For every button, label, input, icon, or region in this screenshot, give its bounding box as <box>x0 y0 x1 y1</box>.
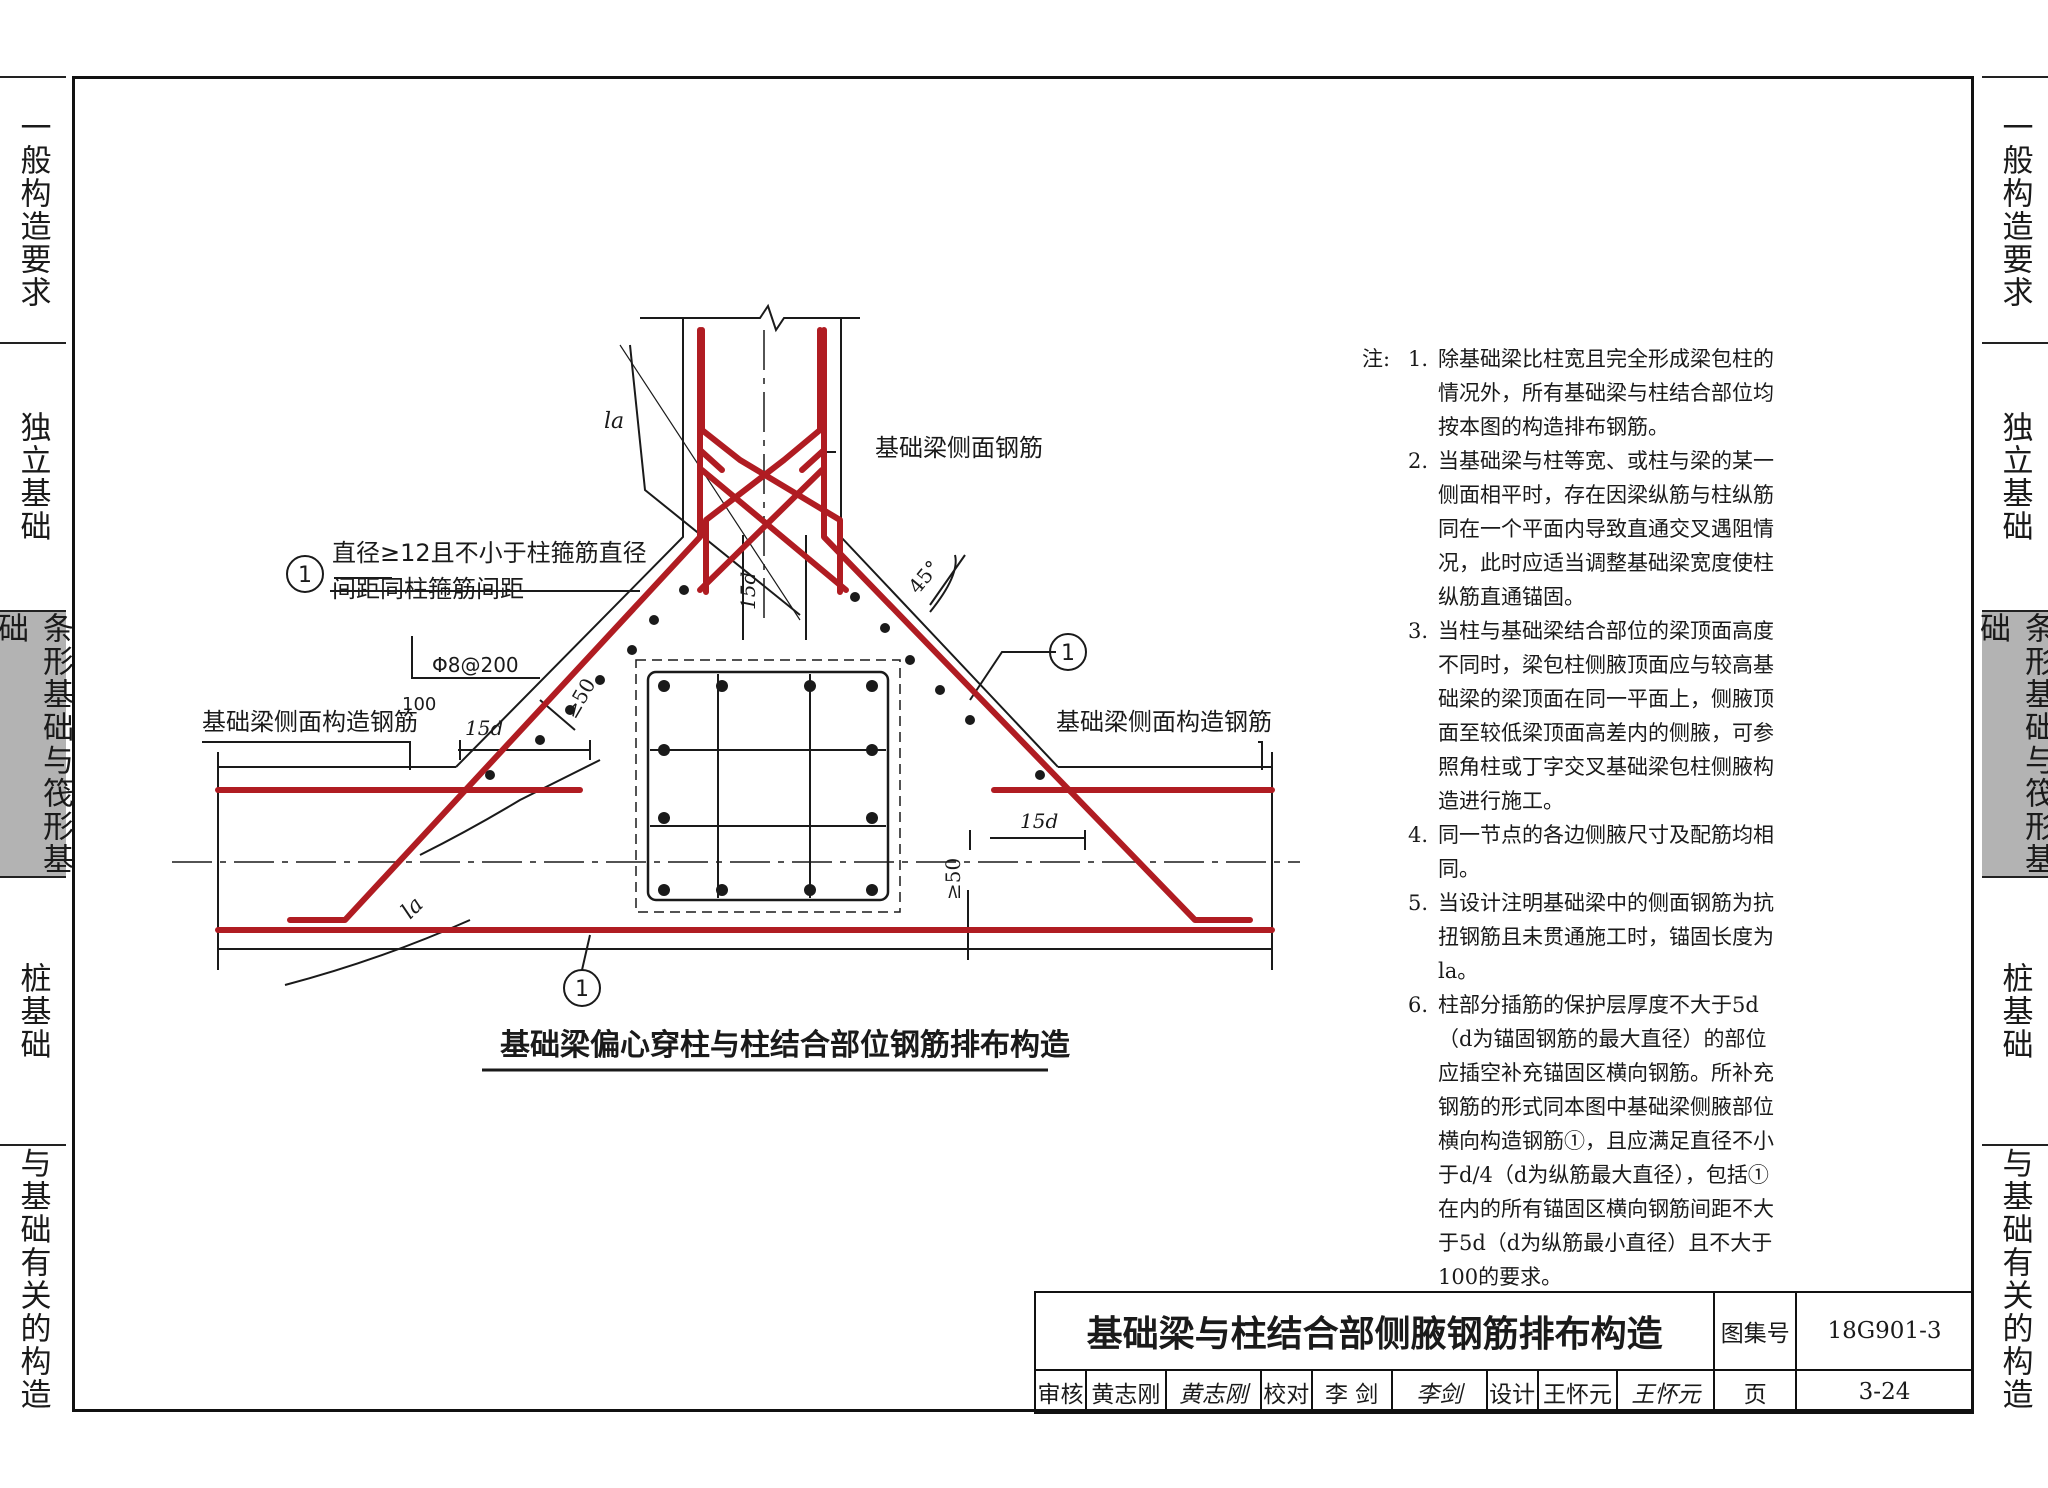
reviewer-name: 黄志刚 <box>1084 1369 1167 1414</box>
tab-isolated-foundation-right[interactable]: 独立基础 <box>1982 342 2048 610</box>
design-label: 设计 <box>1485 1369 1539 1414</box>
note-item-2: 2.当基础梁与柱等宽、或柱与梁的某一侧面相平时，存在因梁纵筋与柱纵筋同在一个平面… <box>1408 449 1774 609</box>
notes-prefix: 注: <box>1362 347 1391 371</box>
designer-signature: 王怀元 <box>1616 1369 1716 1414</box>
label-15d-column: 15d <box>736 572 760 610</box>
tab-pile-foundation[interactable]: 桩基础 <box>0 876 66 1144</box>
label-stirrup: Φ8@200 <box>432 653 519 677</box>
column-rebar-cross-2 <box>703 327 823 595</box>
title-block: 基础梁与柱结合部侧腋钢筋排布构造 图集号 18G901-3 审核 黄志刚 黄志刚… <box>1033 1291 1974 1414</box>
atlas-number: 18G901-3 <box>1795 1291 1974 1371</box>
drawing-title: 基础梁与柱结合部侧腋钢筋排布构造 <box>1033 1291 1716 1371</box>
tab-related-construction[interactable]: 与基础有关的构造 <box>0 1144 66 1412</box>
note-item-4: 4.同一节点的各边侧腋尺寸及配筋均相同。 <box>1408 823 1774 881</box>
tab-general-right[interactable]: 一般构造要求 <box>1982 76 2048 342</box>
notes-block: 注:1.除基础梁比柱宽且完全形成梁包柱的情况外，所有基础梁与柱结合部位均按本图的… <box>1362 342 1782 1294</box>
checker-signature: 李剑 <box>1390 1369 1488 1414</box>
label-15d-right: 15d <box>1020 809 1058 833</box>
label-15d-left: 15d <box>465 716 503 740</box>
review-label: 审核 <box>1034 1369 1087 1414</box>
label-note1-line2: 间距同柱箍筋间距 <box>332 575 524 603</box>
label-side-structural-left: 基础梁侧面构造钢筋 <box>202 708 418 736</box>
note-item-5: 5.当设计注明基础梁中的侧面钢筋为抗扭钢筋且未贯通施工时，锚固长度为la。 <box>1408 891 1774 983</box>
label-ge50-right: ≥50 <box>941 858 965 900</box>
marker-label-1c: 1 <box>575 977 589 1002</box>
tab-strip-raft-foundation-right[interactable]: 条形基础与筏形基础 <box>1974 610 2048 876</box>
tab-related-construction-right[interactable]: 与基础有关的构造 <box>1982 1144 2048 1412</box>
haunch-left-outline <box>455 318 684 768</box>
marker-label-1a: 1 <box>298 563 312 588</box>
reviewer-signature: 黄志刚 <box>1164 1369 1262 1414</box>
drawing-caption: 基础梁偏心穿柱与柱结合部位钢筋排布构造 <box>500 1028 1070 1063</box>
marker-circle-1a <box>286 555 324 593</box>
label-note1-line1: 直径≥12且不小于柱箍筋直径 <box>332 539 647 567</box>
check-label: 校对 <box>1259 1369 1313 1414</box>
drawing-frame <box>72 76 1974 1412</box>
column-stirrup <box>646 670 890 902</box>
haunch-right-outline <box>840 318 1059 768</box>
note-item-1: 注:1.除基础梁比柱宽且完全形成梁包柱的情况外，所有基础梁与柱结合部位均按本图的… <box>1362 342 1782 444</box>
marker-circle-1b <box>1049 633 1087 671</box>
note-item-3: 3.当柱与基础梁结合部位的梁顶面高度不同时，梁包柱侧腋顶面应与较高基础梁的梁顶面… <box>1408 619 1774 813</box>
tab-strip-raft-foundation[interactable]: 条形基础与筏形基础 <box>0 610 73 876</box>
column-outline <box>635 659 901 913</box>
note-item-6: 6.柱部分插筋的保护层厚度不大于5d（d为锚固钢筋的最大直径）的部位应插空补充锚… <box>1408 993 1774 1289</box>
marker-label-1b: 1 <box>1061 641 1075 666</box>
checker-name: 李 剑 <box>1310 1369 1393 1414</box>
tab-pile-foundation-right[interactable]: 桩基础 <box>1982 876 2048 1144</box>
label-spacing-100: 100 <box>402 694 436 715</box>
page-label: 页 <box>1713 1369 1798 1414</box>
label-side-rebar: 基础梁侧面钢筋 <box>875 434 1043 462</box>
page-number: 3-24 <box>1795 1369 1974 1414</box>
label-la-top: la <box>604 409 624 434</box>
label-la-bottom: la <box>397 892 429 924</box>
designer-name: 王怀元 <box>1536 1369 1619 1414</box>
label-side-structural-right: 基础梁侧面构造钢筋 <box>1056 708 1272 736</box>
tab-general[interactable]: 一般构造要求 <box>0 76 66 342</box>
atlas-label: 图集号 <box>1713 1291 1798 1371</box>
tab-isolated-foundation[interactable]: 独立基础 <box>0 342 66 610</box>
